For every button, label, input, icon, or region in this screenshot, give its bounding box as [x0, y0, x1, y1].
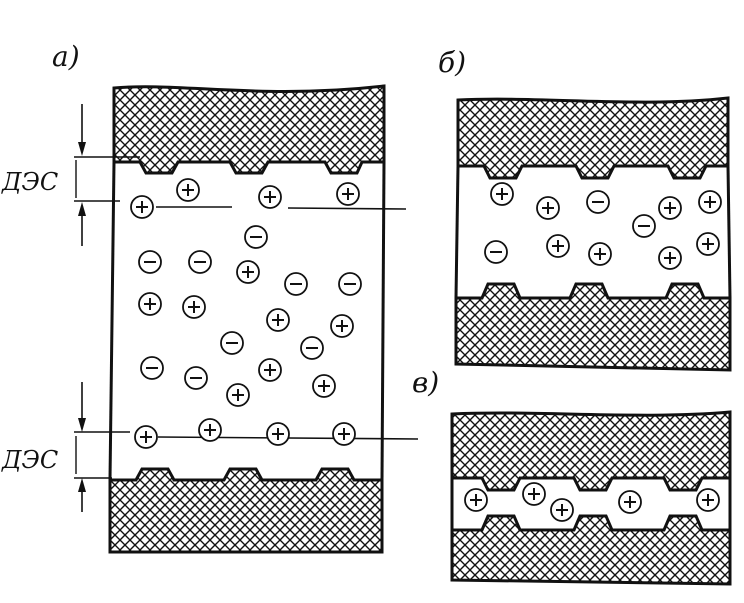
- cation-ion: [266, 422, 290, 446]
- panel-a-top-wall: [112, 84, 386, 175]
- panel-c: в): [412, 366, 732, 586]
- panel-b-label: б): [438, 46, 466, 79]
- cation-ion: [226, 383, 250, 407]
- panel-b: б): [438, 46, 732, 372]
- cation-ion: [176, 178, 200, 202]
- panel-a-left-edge: [108, 161, 116, 481]
- cation-ion: [134, 425, 158, 449]
- anion-ion: [138, 250, 162, 274]
- panel-a-right-edge: [380, 161, 386, 481]
- cation-ion: [550, 498, 574, 522]
- des-top-arrowhead-down: [78, 142, 86, 156]
- anion-ion: [284, 272, 308, 296]
- anion-ion: [184, 366, 208, 390]
- anion-ion: [244, 225, 268, 249]
- cation-ion: [336, 182, 360, 206]
- cation-ion: [332, 422, 356, 446]
- cation-ion: [130, 195, 154, 219]
- cation-ion: [182, 295, 206, 319]
- des-label-top: ДЭС: [1, 168, 58, 196]
- cation-ion: [266, 308, 290, 332]
- anion-ion: [338, 272, 362, 296]
- panel-c-label: в): [412, 366, 439, 399]
- panel-b-bottom-wall: [454, 282, 732, 372]
- panel-b-left-edge: [454, 165, 460, 299]
- anion-ion: [632, 214, 656, 238]
- panel-c-bottom-wall: [450, 514, 732, 586]
- cation-ion: [618, 490, 642, 514]
- cation-ion: [464, 488, 488, 512]
- panel-a-bottom-wall: [108, 467, 384, 554]
- cation-ion: [236, 260, 260, 284]
- ions-layer: [130, 178, 722, 522]
- anion-ion: [140, 356, 164, 380]
- panel-b-right-edge: [726, 165, 732, 299]
- cation-ion: [138, 292, 162, 316]
- cation-ion: [588, 242, 612, 266]
- cation-ion: [696, 232, 720, 256]
- cation-ion: [312, 374, 336, 398]
- anion-ion: [300, 336, 324, 360]
- cation-ion: [490, 182, 514, 206]
- cation-ion: [198, 418, 222, 442]
- cation-ion: [330, 314, 354, 338]
- panel-a-label: а): [52, 40, 80, 73]
- des-bottom-arrowhead-down: [78, 418, 86, 432]
- cation-ion: [546, 234, 570, 258]
- des-bottom-arrowhead-up: [78, 478, 86, 492]
- anion-ion: [188, 250, 212, 274]
- panel-a-top-plane-line-2: [287, 207, 407, 210]
- des-label-bottom: ДЭС: [1, 446, 58, 474]
- cation-ion: [658, 196, 682, 220]
- cation-ion: [696, 488, 720, 512]
- cation-ion: [658, 246, 682, 270]
- anion-ion: [484, 240, 508, 264]
- des-top-arrowhead-up: [78, 202, 86, 216]
- cation-ion: [258, 185, 282, 209]
- anion-ion: [220, 331, 244, 355]
- cation-ion: [522, 482, 546, 506]
- panel-a: а) ДЭС ДЭС: [1, 40, 419, 554]
- anion-ion: [586, 190, 610, 214]
- cation-ion: [258, 358, 282, 382]
- cation-ion: [698, 190, 722, 214]
- panel-b-top-wall: [456, 96, 730, 180]
- panel-c-top-wall: [450, 410, 732, 492]
- cation-ion: [536, 196, 560, 220]
